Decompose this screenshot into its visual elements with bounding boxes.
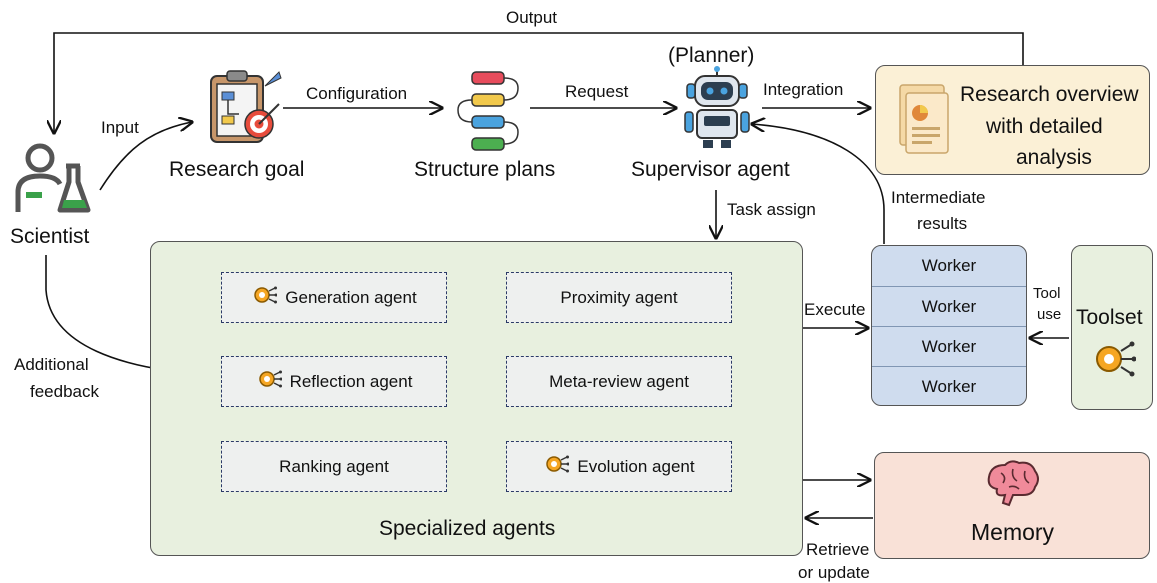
gear-brain-icon bbox=[256, 366, 283, 397]
worker-item: Worker bbox=[872, 286, 1026, 327]
meta-review-agent-label: Meta-review agent bbox=[549, 371, 689, 391]
overview-line-1: Research overview bbox=[960, 83, 1139, 106]
overview-line-3: analysis bbox=[1016, 146, 1092, 169]
task-assign-label: Task assign bbox=[727, 200, 816, 219]
scientist-icon bbox=[12, 140, 92, 220]
worker-item: Worker bbox=[921, 256, 977, 275]
execute-label: Execute bbox=[804, 300, 866, 319]
document-chart-icon bbox=[896, 81, 952, 157]
generation-agent-label: Generation agent bbox=[285, 287, 417, 307]
robot-icon bbox=[677, 66, 757, 150]
worker-item: Worker bbox=[872, 366, 1026, 405]
memory-box: Memory bbox=[874, 452, 1150, 559]
output-arrow bbox=[54, 32, 1024, 133]
scientist-label: Scientist bbox=[10, 225, 90, 248]
evolution-agent-box: Evolution agent bbox=[506, 441, 732, 492]
clipboard-goal-icon bbox=[205, 68, 283, 148]
reflection-agent-label: Reflection agent bbox=[289, 371, 413, 391]
configuration-label: Configuration bbox=[306, 84, 408, 103]
tool-use-label-2: use bbox=[1037, 306, 1062, 323]
integration-label: Integration bbox=[763, 80, 844, 99]
additional-feedback-label-2: feedback bbox=[30, 382, 99, 401]
additional-feedback-label-1: Additional bbox=[14, 355, 89, 374]
output-label: Output bbox=[506, 8, 558, 27]
meta-review-agent-box: Meta-review agent bbox=[506, 356, 732, 407]
request-label: Request bbox=[565, 82, 629, 101]
supervisor-agent-label: Supervisor agent bbox=[631, 158, 790, 181]
specialized-agents-label: Specialized agents bbox=[379, 517, 556, 540]
toolset-box: Toolset bbox=[1071, 245, 1153, 410]
ranking-agent-box: Ranking agent bbox=[221, 441, 447, 492]
proximity-agent-label: Proximity agent bbox=[560, 287, 678, 307]
intermediate-label-2: results bbox=[917, 214, 968, 233]
reflection-agent-box: Reflection agent bbox=[221, 356, 447, 407]
planner-label: (Planner) bbox=[668, 44, 755, 67]
ranking-agent-label: Ranking agent bbox=[279, 456, 389, 476]
toolset-label: Toolset bbox=[1076, 306, 1143, 329]
evolution-agent-label: Evolution agent bbox=[577, 456, 695, 476]
tool-use-label-1: Tool bbox=[1033, 285, 1061, 302]
retrieve-label-1: Retrieve bbox=[806, 540, 870, 559]
gear-brain-icon bbox=[251, 282, 278, 313]
intermediate-results-arrow bbox=[752, 124, 885, 244]
brain-icon bbox=[983, 459, 1043, 509]
input-label: Input bbox=[101, 118, 139, 137]
input-arrow bbox=[99, 122, 192, 191]
research-goal-label: Research goal bbox=[169, 158, 305, 181]
workers-stack: Worker Worker Worker Worker bbox=[871, 245, 1027, 406]
generation-agent-box: Generation agent bbox=[221, 272, 447, 323]
memory-label: Memory bbox=[971, 519, 1055, 545]
gear-brain-icon bbox=[543, 451, 570, 482]
overview-line-2: with detailed bbox=[986, 115, 1103, 138]
worker-item: Worker bbox=[872, 326, 1026, 367]
plan-list-icon bbox=[452, 68, 524, 154]
intermediate-label-1: Intermediate bbox=[891, 188, 986, 207]
gear-brain-icon bbox=[1090, 336, 1137, 382]
proximity-agent-box: Proximity agent bbox=[506, 272, 732, 323]
retrieve-label-2: or update bbox=[798, 563, 870, 582]
structure-plans-label: Structure plans bbox=[414, 158, 556, 181]
research-overview-box: Research overview with detailed analysis bbox=[875, 65, 1150, 175]
